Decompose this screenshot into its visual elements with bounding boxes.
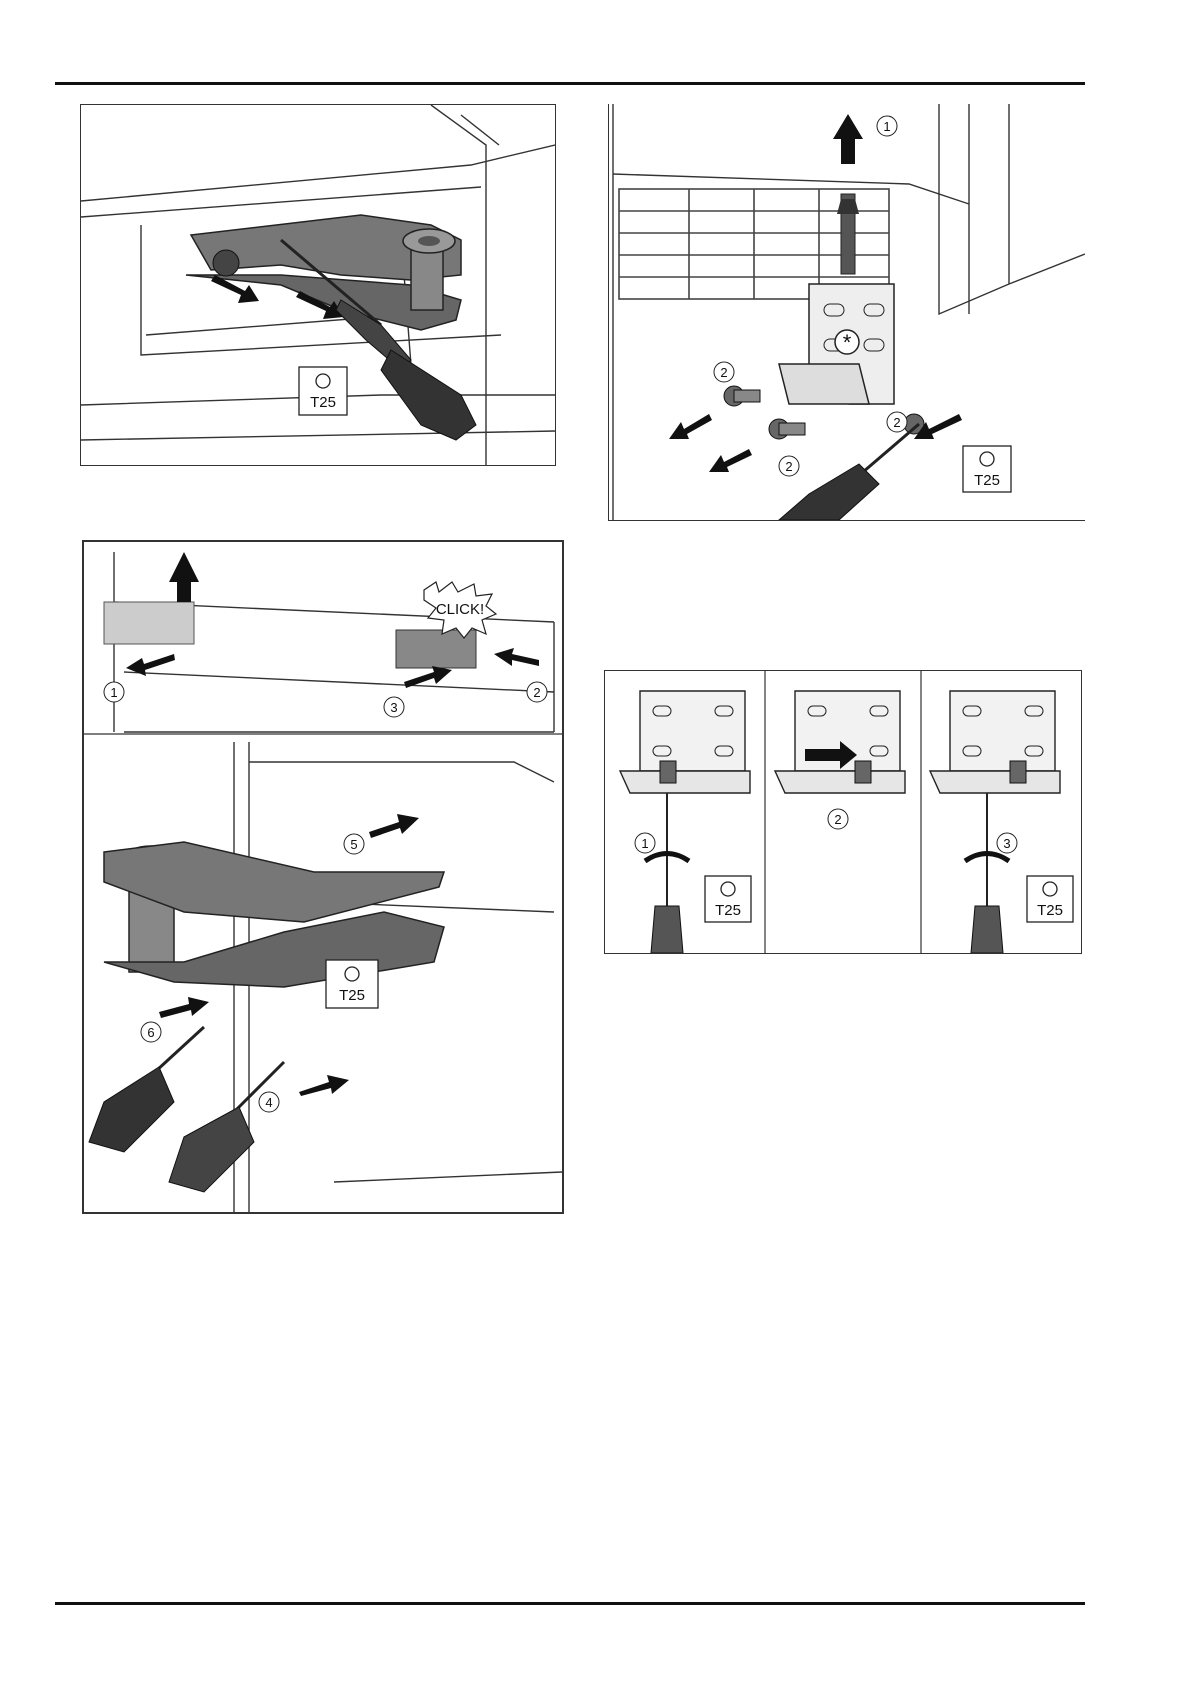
tool-label: T25 xyxy=(310,394,336,411)
step-marker-1: 1 xyxy=(104,682,124,702)
bracket-adjustment-illustration: 1 2 3 T25 T25 xyxy=(605,671,1081,953)
svg-text:2: 2 xyxy=(720,365,727,380)
tool-label: T25 xyxy=(974,472,1000,489)
svg-text:6: 6 xyxy=(147,1025,154,1040)
step-marker-1: 1 xyxy=(877,116,897,136)
bracket-removal-illustration: * 1 2 2 2 xyxy=(609,104,1085,520)
footer-rule xyxy=(55,1602,1085,1605)
figure-hinge-installation: CLICK! 1 2 3 4 xyxy=(82,540,564,1214)
svg-text:2: 2 xyxy=(785,459,792,474)
step-marker-2c: 2 xyxy=(887,412,907,432)
svg-text:T25: T25 xyxy=(1037,902,1063,919)
step-marker-4: 4 xyxy=(259,1092,279,1112)
figure-hinge-removal: T25 xyxy=(80,104,556,466)
step-marker-2: 2 xyxy=(527,682,547,702)
svg-text:2: 2 xyxy=(893,415,900,430)
tool-label: T25 xyxy=(339,987,365,1004)
step-marker-2: 2 xyxy=(828,809,848,829)
header-rule xyxy=(55,82,1085,85)
svg-text:3: 3 xyxy=(1003,836,1010,851)
svg-text:*: * xyxy=(843,330,852,355)
svg-text:T25: T25 xyxy=(715,902,741,919)
torx-tool-box-1: T25 xyxy=(705,876,751,922)
click-text: CLICK! xyxy=(436,601,484,618)
step-marker-3: 3 xyxy=(384,697,404,717)
hinge-removal-illustration: T25 xyxy=(81,105,555,465)
step-marker-6: 6 xyxy=(141,1022,161,1042)
svg-text:2: 2 xyxy=(533,685,540,700)
torx-tool-box-3: T25 xyxy=(1027,876,1073,922)
svg-text:5: 5 xyxy=(350,837,357,852)
svg-text:3: 3 xyxy=(390,700,397,715)
figure-bracket-adjustment: 1 2 3 T25 T25 xyxy=(604,670,1082,954)
step-marker-2b: 2 xyxy=(779,456,799,476)
svg-text:1: 1 xyxy=(110,685,117,700)
step-marker-2a: 2 xyxy=(714,362,734,382)
figure-bracket-removal: * 1 2 2 2 xyxy=(608,104,1085,521)
step-marker-3: 3 xyxy=(997,833,1017,853)
svg-text:1: 1 xyxy=(883,119,890,134)
step-marker-5: 5 xyxy=(344,834,364,854)
svg-text:1: 1 xyxy=(641,836,648,851)
svg-text:2: 2 xyxy=(834,812,841,827)
step-marker-1: 1 xyxy=(635,833,655,853)
hinge-installation-illustration: CLICK! 1 2 3 4 xyxy=(84,542,562,1212)
svg-text:4: 4 xyxy=(265,1095,272,1110)
